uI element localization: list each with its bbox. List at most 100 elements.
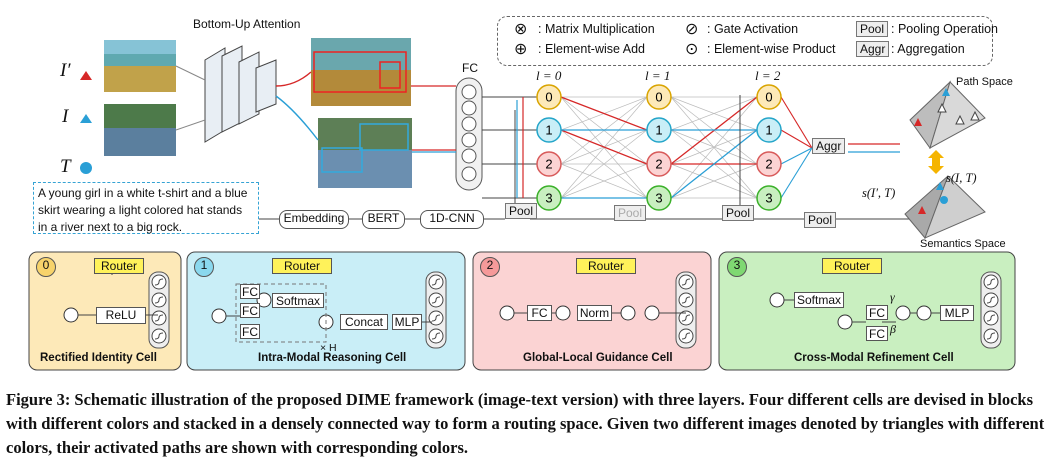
layer-label-2: l = 2	[755, 68, 781, 83]
pool-tag-4: Pool	[804, 212, 837, 228]
red-triangle-marker	[80, 71, 92, 80]
legend-aggr-desc: : Aggregation	[891, 42, 965, 56]
routing-mesh: 0 1 2 3 0 1 2 3 0 1 2 3	[482, 84, 900, 211]
routing-node-l0-cell0: 0	[536, 84, 562, 110]
layer-label-1: l = 1	[645, 68, 671, 83]
cell2-norm: Norm	[577, 305, 612, 321]
cell3-softmax: Softmax	[794, 292, 844, 308]
cell1-mlp: MLP	[392, 314, 422, 330]
routing-node-l0-cell3: 3	[536, 185, 562, 211]
cell2-title: Global-Local Guidance Cell	[523, 352, 673, 364]
cell1-softmax: Softmax	[272, 293, 324, 308]
input-images	[104, 38, 412, 188]
legend-aggr-key: Aggr	[856, 41, 890, 57]
cell-panel-1	[186, 251, 466, 371]
cell0-id-badge: 0	[36, 257, 56, 277]
routing-node-l0-cell2: 2	[536, 151, 562, 177]
pool-tag-1: Pool	[505, 203, 538, 219]
legend-gate-icon: ⊘	[685, 21, 699, 38]
legend-pool-key: Pool	[856, 21, 889, 37]
cell3-id-badge: 3	[727, 257, 747, 277]
cell3-fc-b: FC	[866, 326, 888, 341]
routing-node-l2-cell1: 1	[756, 117, 782, 143]
gate-stack-1	[425, 271, 447, 349]
routing-node-l0-cell1: 1	[536, 117, 562, 143]
svg-text:2: 2	[545, 157, 552, 172]
cell3-title: Cross-Modal Refinement Cell	[794, 352, 954, 364]
input-text-label: T	[60, 156, 71, 177]
cell1-fc-a: FC	[240, 284, 260, 299]
legend-pool-desc: : Pooling Operation	[891, 22, 999, 36]
pipeline-1d-cnn: 1D-CNN	[420, 210, 484, 229]
cell3-gamma: γ	[890, 290, 895, 304]
legend-matrix-mult-icon: ⊗	[514, 21, 528, 38]
svg-text:1: 1	[765, 123, 772, 138]
svg-text:0: 0	[545, 90, 552, 105]
cell1-concat: Concat	[340, 314, 388, 330]
cell3-mlp: MLP	[940, 305, 974, 321]
svg-text:1: 1	[655, 123, 662, 138]
cell2-id-badge: 2	[480, 257, 500, 277]
svg-text:0: 0	[655, 90, 662, 105]
legend-elem-prod: : Element-wise Product	[707, 42, 836, 56]
layer-label-0: l = 0	[536, 68, 562, 83]
cell0-relu: ReLU	[96, 307, 146, 324]
svg-text:0: 0	[765, 90, 772, 105]
cell2-fc: FC	[527, 305, 552, 321]
cell2-router: Router	[576, 258, 636, 274]
cell1-title: Intra-Modal Reasoning Cell	[258, 352, 407, 364]
blue-triangle-marker	[80, 114, 92, 123]
pool-tag-3: Pool	[722, 205, 755, 221]
aggr-tag: Aggr	[812, 138, 846, 154]
figure-caption: Figure 3: Schematic illustration of the …	[6, 390, 1045, 457]
routing-node-l1-cell3: 3	[646, 185, 672, 211]
score-label: s(I, T)	[946, 171, 977, 185]
cell3-fc-a: FC	[866, 305, 888, 320]
svg-text:3: 3	[655, 191, 662, 206]
routing-node-l1-cell1: 1	[646, 117, 672, 143]
semantics-space-pyramid	[904, 175, 986, 239]
routing-node-l2-cell3: 3	[756, 185, 782, 211]
score-prime-label: s(I′, T)	[862, 186, 896, 200]
legend-matrix-mult: : Matrix Multiplication	[538, 22, 655, 36]
legend-elem-prod-icon: ⊙	[685, 41, 699, 58]
svg-text:3: 3	[765, 191, 772, 206]
cnn-stack	[204, 45, 277, 143]
legend-elem-add: : Element-wise Add	[538, 42, 645, 56]
routing-node-l2-cell2: 2	[756, 151, 782, 177]
cell0-title: Rectified Identity Cell	[40, 352, 157, 364]
gate-stack-0	[148, 271, 170, 349]
routing-node-l2-cell0: 0	[756, 84, 782, 110]
legend-elem-add-icon: ⊕	[514, 41, 528, 58]
routing-node-l1-cell2: 2	[646, 151, 672, 177]
pipeline-bert: BERT	[362, 210, 405, 229]
cell1-heads: × H	[320, 342, 337, 354]
cell1-fc-c: FC	[240, 324, 260, 339]
input-image-label: I	[62, 106, 69, 127]
cell1-fc-b: FC	[240, 303, 260, 318]
cell1-router: Router	[272, 258, 332, 274]
semantics-space-label: Semantics Space	[920, 238, 1006, 250]
attention-label: Bottom-Up Attention	[193, 17, 301, 31]
pipeline-embedding: Embedding	[279, 210, 349, 229]
path-space-label: Path Space	[956, 76, 1013, 88]
path-space-pyramid	[909, 80, 986, 150]
input-image-prime-label: I′	[60, 60, 71, 81]
text-sample-box: A young girl in a white t-shirt and a bl…	[33, 182, 259, 234]
pool-tag-2: Pool	[614, 205, 647, 221]
gate-stack-2	[675, 271, 697, 349]
legend-gate: : Gate Activation	[707, 22, 799, 36]
cell0-router: Router	[94, 258, 144, 274]
cell3-router: Router	[822, 258, 882, 274]
routing-node-l1-cell0: 0	[646, 84, 672, 110]
cell3-beta: β	[890, 322, 896, 336]
svg-text:1: 1	[545, 123, 552, 138]
legend-box	[497, 16, 993, 66]
gate-stack-3	[980, 271, 1002, 349]
swap-arrow-icon	[928, 150, 944, 174]
svg-text:2: 2	[655, 157, 662, 172]
text-circle-marker	[80, 162, 92, 174]
fc-label: FC	[462, 61, 478, 75]
svg-text:2: 2	[765, 157, 772, 172]
svg-text:3: 3	[545, 191, 552, 206]
